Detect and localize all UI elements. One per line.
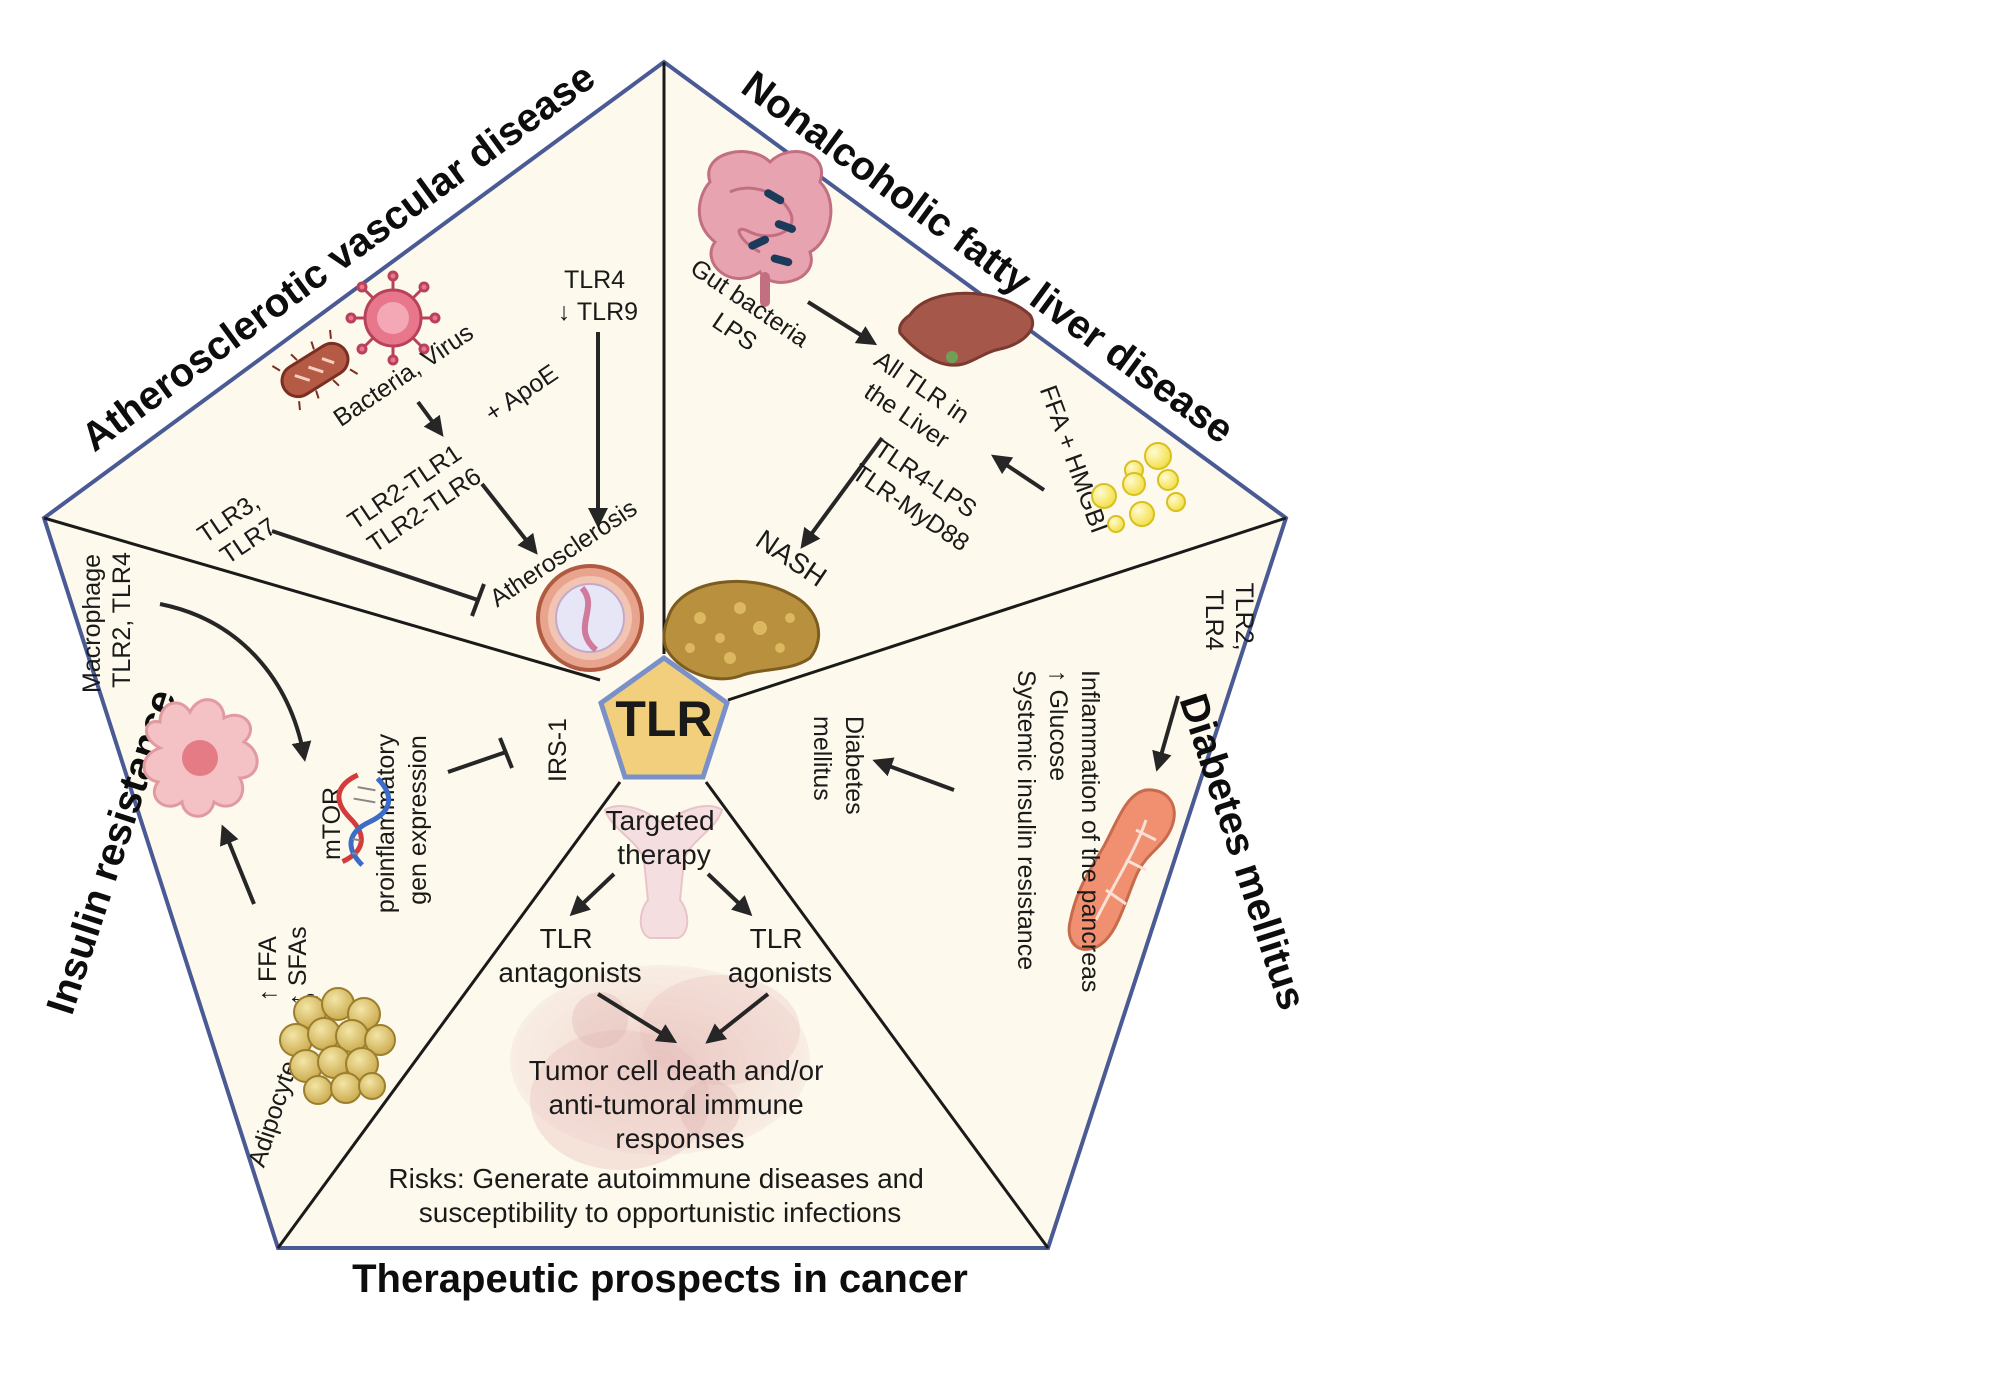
fatty-liver-icon bbox=[662, 579, 821, 681]
cancer-antagonists: TLR antagonists bbox=[498, 923, 641, 988]
center-label: TLR bbox=[615, 691, 712, 747]
bacteria-icon bbox=[271, 329, 359, 411]
diabetes-receptors: TLR2, TLR4 bbox=[1200, 582, 1258, 657]
arrow-therapy-to-agonists bbox=[706, 872, 753, 917]
cancer-targeted-therapy: Targeted therapy bbox=[606, 805, 723, 870]
cancer-title: Therapeutic prospects in cancer bbox=[352, 1257, 968, 1301]
arrow-macrophage-to-mtor bbox=[159, 602, 312, 762]
virus-icon bbox=[345, 270, 441, 366]
arrow-receptors-to-pancreas bbox=[1152, 695, 1180, 772]
diabetes-outcome: Diabetes mellitus bbox=[808, 716, 868, 822]
arrow-effects-to-diabetes bbox=[872, 757, 955, 792]
atherosclerosis-tlr4-tlr9: TLR4 ↓ TLR9 bbox=[558, 266, 638, 326]
adipocyte-cluster-icon bbox=[279, 987, 396, 1105]
arrow-gut-to-liver bbox=[806, 300, 878, 346]
arrow-fatty-acids-to-macrophage bbox=[219, 824, 256, 905]
center-tlr-pentagon bbox=[598, 654, 730, 780]
arrow-receptors-to-atherosclerosis bbox=[480, 482, 538, 555]
macrophage-icon bbox=[142, 698, 259, 818]
pancreas-icon bbox=[1067, 788, 1176, 951]
uterus-icon bbox=[603, 805, 724, 939]
dna-icon bbox=[336, 772, 392, 867]
diabetes-title: Diabetes mellitus bbox=[1171, 689, 1315, 1016]
cancer-outcome: Tumor cell death and/or anti-tumoral imm… bbox=[529, 1055, 831, 1154]
arrow-antagonists-to-outcome bbox=[596, 992, 678, 1044]
artery-cross-section-icon bbox=[536, 564, 644, 672]
arrow-liver-to-nash bbox=[800, 436, 884, 549]
liver-icon bbox=[898, 291, 1034, 367]
inhibit-tlr3-to-atherosclerosis bbox=[271, 529, 486, 617]
diabetes-effects: Inflammation of the pancreas ↑ Glucose S… bbox=[1012, 670, 1104, 999]
arrow-therapy-to-antagonists bbox=[569, 872, 616, 917]
intestine-icon bbox=[697, 150, 833, 307]
sector-dividers bbox=[43, 62, 1287, 1249]
fat-droplets-icon bbox=[1091, 442, 1186, 533]
inhibit-irs1-to-signal bbox=[447, 737, 514, 774]
arrow-agonists-to-outcome bbox=[705, 992, 770, 1044]
arrow-pathogens-to-receptors bbox=[416, 400, 444, 437]
insulin-macrophage: Macrophage TLR2, TLR4 bbox=[78, 547, 136, 693]
cancer-risks: Risks: Generate autoimmune diseases and … bbox=[388, 1163, 931, 1228]
insulin-irs1: IRS-1 bbox=[544, 718, 572, 782]
insulin-fatty-acids: ↑ FFA ↑ SFAs bbox=[254, 926, 312, 1005]
arrow-ffa-to-liver bbox=[991, 454, 1046, 492]
cancer-agonists: TLR agonists bbox=[728, 923, 832, 988]
